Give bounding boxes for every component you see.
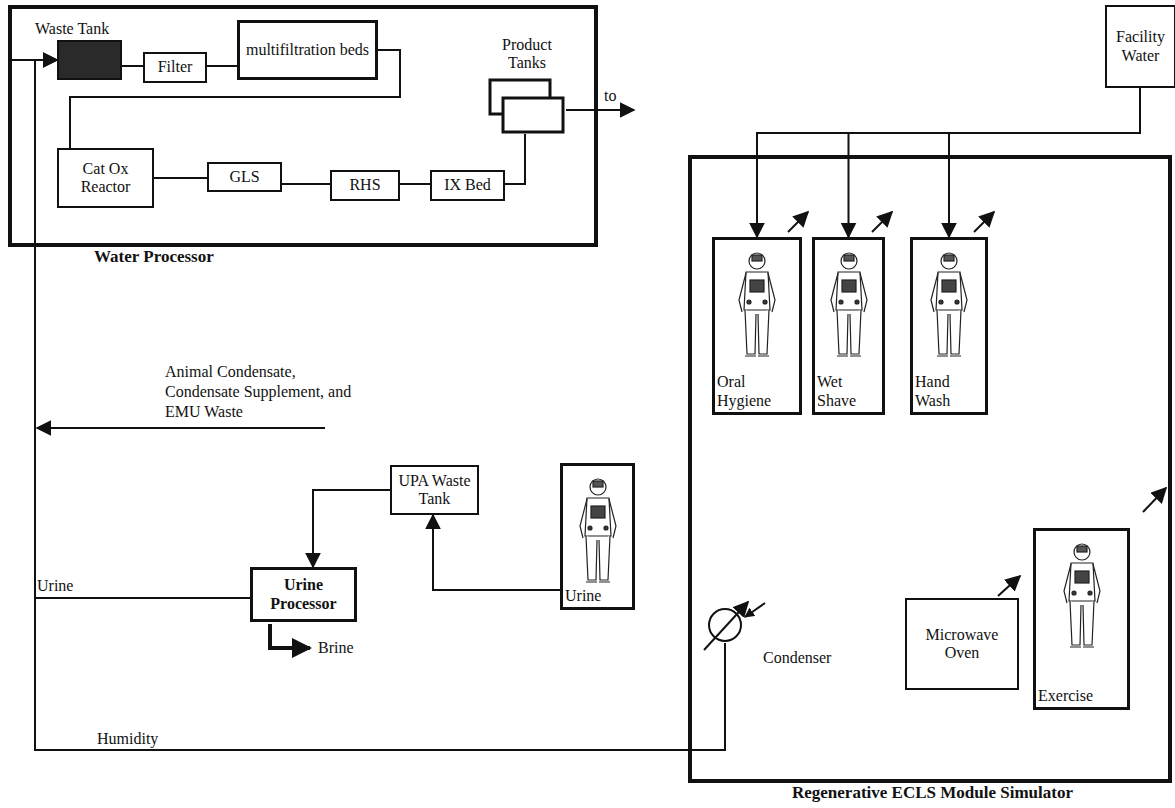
process-box: IX Bed xyxy=(430,170,505,201)
node-label: Condenser xyxy=(763,649,831,667)
appliance-box: Microwave Oven xyxy=(905,598,1019,690)
flow-label: Humidity xyxy=(97,729,158,748)
node-label: IX Bed xyxy=(440,174,495,196)
condenser-inlet-arrow xyxy=(745,603,765,617)
tank-group: Product Tanks xyxy=(488,36,566,134)
flow-connector xyxy=(505,134,525,184)
node-label: Exercise xyxy=(1038,687,1125,705)
node-label: GLS xyxy=(225,166,263,188)
node-label: Urine xyxy=(565,587,630,605)
crew-station: Exercise xyxy=(1033,528,1130,710)
node-label: Facility Water xyxy=(1107,26,1174,67)
node-label: Hand Wash xyxy=(915,373,983,410)
node-label: Product Tanks xyxy=(488,36,566,73)
process-box: multifiltration beds xyxy=(237,20,378,80)
node-label: Wet Shave xyxy=(817,373,880,410)
node-label: Cat Ox Reactor xyxy=(59,158,152,199)
node-label: RHS xyxy=(345,174,384,196)
flow-connector xyxy=(400,183,430,185)
flow-connector xyxy=(433,515,560,590)
process-box: GLS xyxy=(207,162,282,192)
source-box: Facility Water xyxy=(1105,5,1175,88)
flow-connector xyxy=(154,177,207,179)
flow-connector xyxy=(35,60,725,750)
flow-label: Urine xyxy=(37,576,73,595)
flow-connector xyxy=(949,88,1140,237)
crew-figure xyxy=(575,476,621,588)
node-label: Regenerative ECLS Module Simulator xyxy=(792,783,1073,803)
flow-connector xyxy=(757,88,1140,237)
node-label: Microwave Oven xyxy=(907,624,1017,665)
heat-arrow xyxy=(1143,488,1166,512)
crew-station: Oral Hygiene xyxy=(712,237,802,415)
brine-arrow xyxy=(270,624,310,648)
process-box: Filter xyxy=(143,52,207,83)
node-label: Water Processor xyxy=(94,247,214,267)
node-label: Filter xyxy=(154,56,197,78)
flow-connector xyxy=(207,65,237,67)
crew-figure xyxy=(826,250,872,362)
heat-arrow xyxy=(872,212,892,232)
crew-figure xyxy=(1059,541,1105,653)
condensate-inlet-arrow xyxy=(37,427,325,429)
flow-connector xyxy=(122,65,143,67)
inflow-note: Animal Condensate, Condensate Supplement… xyxy=(165,362,355,422)
flow-connector xyxy=(282,183,330,185)
product-outlet-arrow xyxy=(566,109,634,111)
process-box: RHS xyxy=(330,170,400,201)
node-label: UPA Waste Tank xyxy=(392,470,477,511)
waste-tank-inlet-line xyxy=(10,59,35,61)
crew-figure xyxy=(926,250,972,362)
annotation: to xyxy=(604,86,616,105)
crew-figure xyxy=(734,250,780,362)
heat-arrow xyxy=(974,212,994,232)
process-box: Cat Ox Reactor xyxy=(57,148,154,208)
tank-box: Waste Tank xyxy=(57,40,122,80)
node-label: Urine Processor xyxy=(253,574,354,615)
condenser-circle xyxy=(707,607,743,643)
region-frame: Water ProcessorWaste TankFiltermultifilt… xyxy=(8,5,598,247)
heat-arrow xyxy=(998,576,1020,596)
annotation: Brine xyxy=(318,638,354,657)
condenser-through-arrow xyxy=(704,602,748,650)
heat-arrow xyxy=(788,212,808,232)
crew-station: Hand Wash xyxy=(910,237,988,415)
tank-box: UPA Waste Tank xyxy=(390,465,479,515)
node-label: Oral Hygiene xyxy=(717,373,797,410)
flow-connector xyxy=(35,60,250,598)
flow-connector xyxy=(849,88,1141,237)
crew-station: Urine xyxy=(560,463,635,610)
node-label: Waste Tank xyxy=(35,20,109,38)
crew-station: Wet Shave xyxy=(812,237,885,415)
node-label: multifiltration beds xyxy=(242,39,373,61)
region-frame: Regenerative ECLS Module SimulatorOral H… xyxy=(688,155,1172,783)
flow-connector xyxy=(313,490,390,567)
process-box: Urine Processor xyxy=(250,567,357,622)
condenser-symbol: Condenser xyxy=(707,607,743,643)
